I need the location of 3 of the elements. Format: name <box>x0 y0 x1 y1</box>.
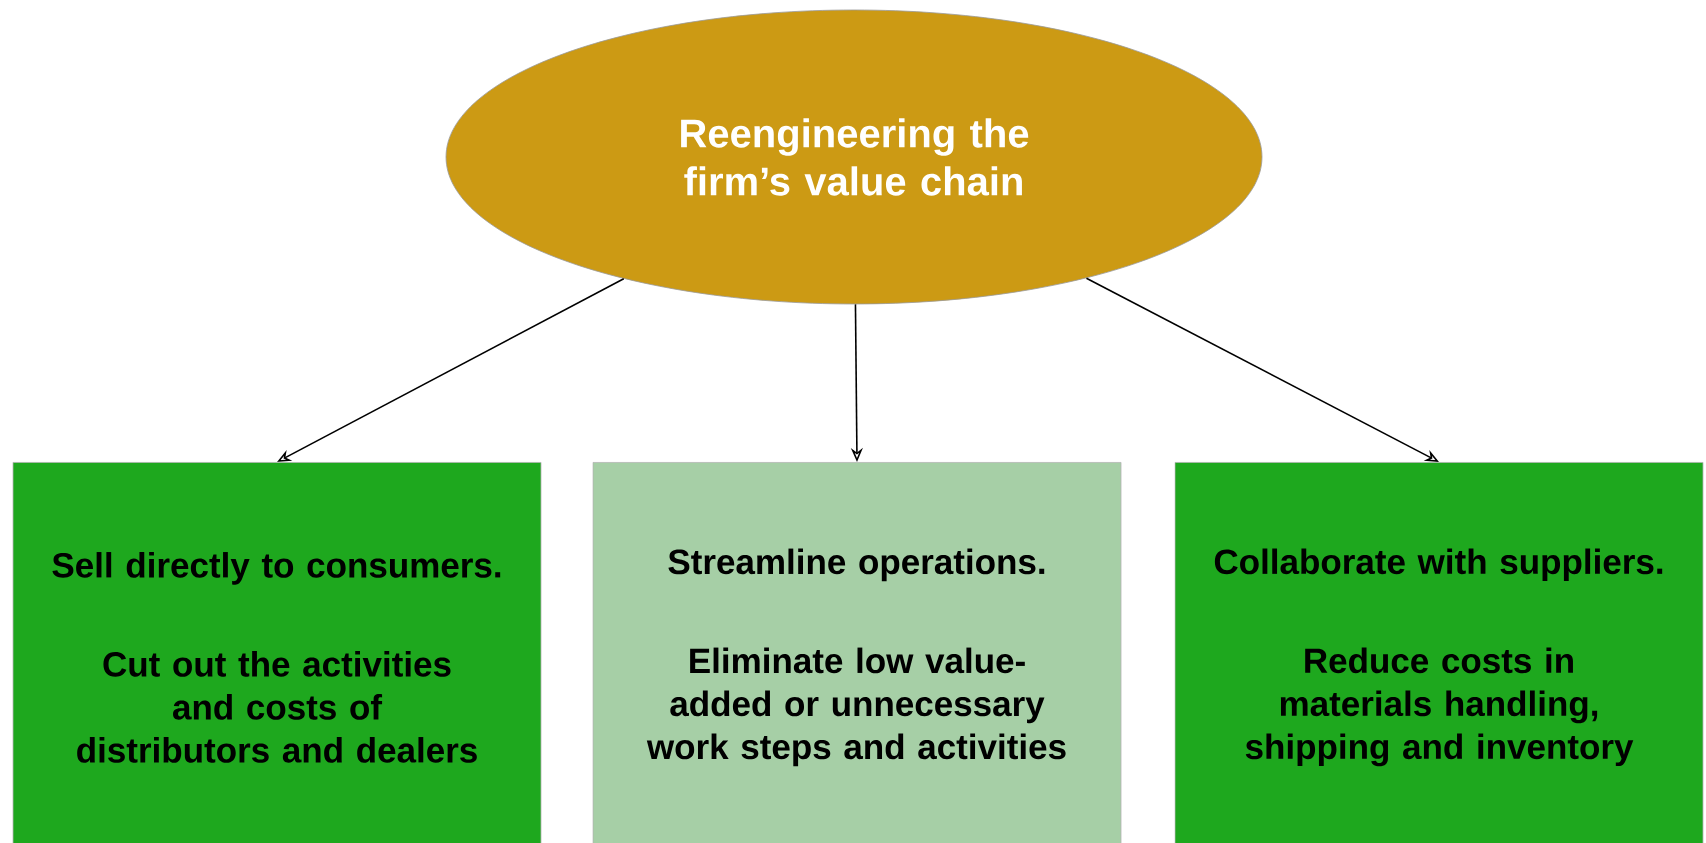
process-box: Sell directly to consumers. Cut out the activities and costs of distributors and dealers <box>12 462 542 843</box>
process-box: Streamline operations. Eliminate low value-added or unnecessary work steps and activities <box>592 462 1122 843</box>
process-box: Collaborate with suppliers. Reduce costs in materials handling, shipping and inventory <box>1174 462 1704 843</box>
